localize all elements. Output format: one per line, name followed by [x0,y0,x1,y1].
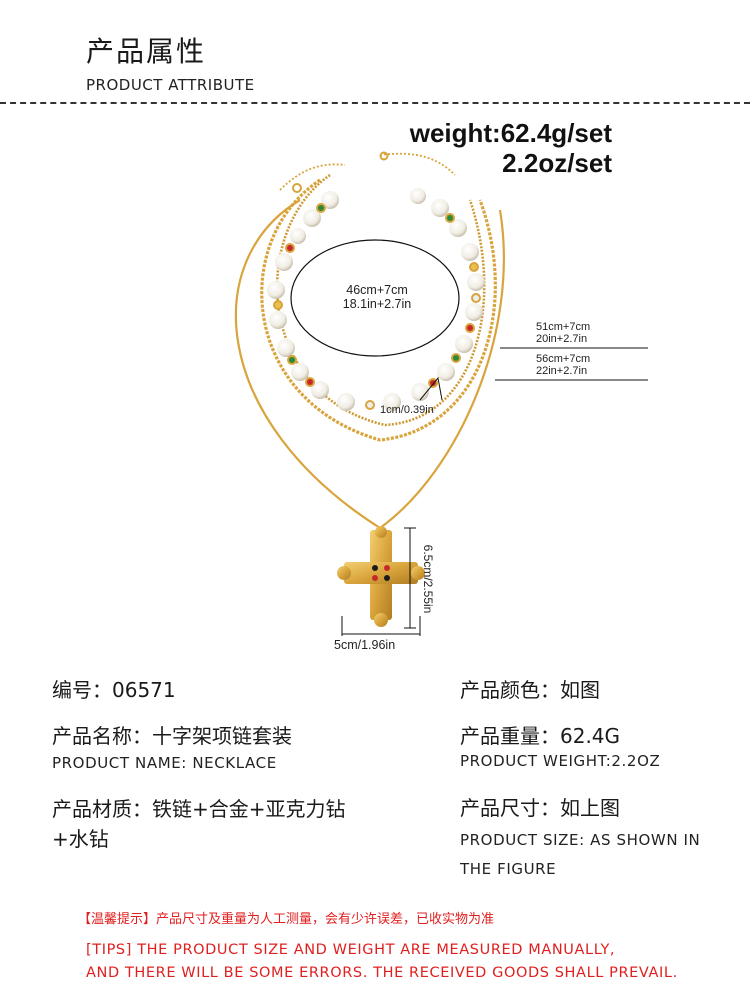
product-size-en: PRODUCT SIZE: AS SHOWN IN THE FIGURE [460,831,701,878]
tips-cn: 【温馨提示】产品尺寸及重量为人工测量，会有少许误差，已收实物为准 [78,912,495,927]
product-weight-en: PRODUCT WEIGHT:2.2OZ [460,752,661,770]
dashed-divider [0,102,750,104]
extender-chain-right [379,152,456,176]
product-color: 产品颜色：如图 [460,678,600,702]
bead-size-label: 1cm/0.39in [380,404,434,416]
section-title-cn: 产品属性 [86,35,207,68]
cross-width-label: 5cm/1.96in [334,638,396,652]
tips-en: [TIPS] THE PRODUCT SIZE AND WEIGHT ARE M… [86,942,678,981]
gem-stations [273,203,481,410]
outer-size-label: 56cm+7cm 22in+2.7in [536,353,591,377]
weight-ounces: 2.2oz/set [502,148,612,178]
product-code: 编号：06571 [52,678,176,702]
inner-size-ellipse [290,239,460,357]
product-name-cn: 产品名称：十字架项链套装 [52,724,292,748]
middle-chain [260,178,497,442]
second-chain [275,173,486,427]
cross-height-label: 6.5cm/2.55in [421,544,435,614]
pearl-strand [267,188,485,411]
product-size-cn: 产品尺寸：如上图 [460,796,620,820]
section-title-en: PRODUCT ATTRIBUTE [86,76,255,94]
product-weight-cn: 产品重量：62.4G [460,724,621,748]
weight-grams: weight:62.4g/set [409,118,612,148]
necklace-product-illustration [234,151,648,636]
cross-pendant [337,526,425,627]
inner-size-label: 46cm+7cm 18.1in+2.7in [342,283,412,311]
mid-size-label: 51cm+7cm 20in+2.7in [536,321,591,345]
product-name-en: PRODUCT NAME: NECKLACE [52,754,277,772]
bead-size-marker [419,376,443,401]
weight-label: weight:62.4g/set 2.2oz/set [410,118,612,178]
extender-chain-left [279,163,346,191]
product-material: 产品材质：铁链+合金+亚克力钻 +水钻 [52,797,346,851]
